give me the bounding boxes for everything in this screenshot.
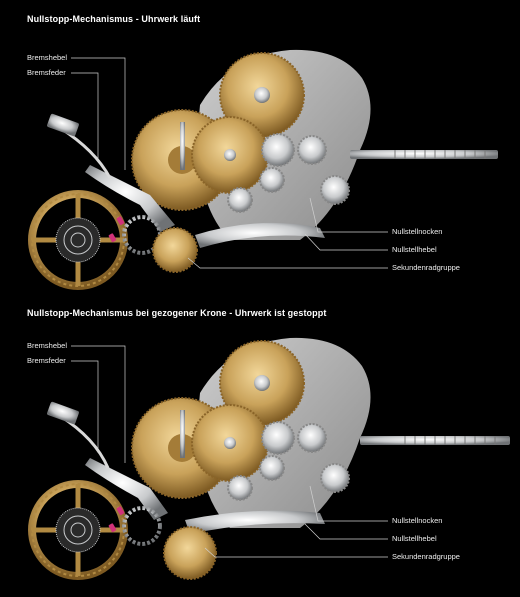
spring-stud — [47, 401, 79, 425]
label-nullstellnocken: Nullstellnocken — [392, 516, 443, 525]
label-bremshebel: Bremshebel — [27, 53, 68, 62]
steel-gear-5 — [227, 187, 253, 213]
steel-gear-1 — [261, 133, 295, 167]
hairspring — [55, 507, 101, 553]
ruby-2 — [108, 523, 117, 533]
steel-gear-1 — [261, 421, 295, 455]
label-nullstellnocken: Nullstellnocken — [392, 227, 443, 236]
label-bremsfeder: Bremsfeder — [27, 356, 66, 365]
spring-stud — [47, 113, 79, 137]
hairspring — [55, 217, 101, 263]
ruby-2 — [108, 233, 117, 243]
nullstellhebel-lever — [195, 222, 325, 248]
brake-lever — [85, 458, 168, 520]
panel-title: Nullstopp-Mechanismus bei gezogener Kron… — [27, 308, 327, 318]
steel-gear-3 — [320, 175, 350, 205]
steel-gear-3 — [320, 463, 350, 493]
label-bremsfeder: Bremsfeder — [27, 68, 66, 77]
brake-lever — [85, 165, 175, 232]
movement-illustration-running — [28, 49, 498, 290]
diagram-panel-running: Nullstopp-Mechanismus - Uhrwerk läuft Br… — [0, 0, 520, 298]
steel-gear-5 — [227, 475, 253, 501]
leader-lines — [71, 57, 388, 269]
leader-lines — [71, 345, 388, 558]
label-nullstellhebel: Nullstellhebel — [392, 245, 437, 254]
ruby-1 — [116, 506, 125, 516]
steel-gear-4 — [259, 455, 285, 481]
nullstellhebel-lever — [185, 510, 325, 534]
seconds-wheel — [152, 227, 198, 273]
escape-wheel — [122, 506, 162, 546]
steel-gear-4 — [259, 167, 285, 193]
label-nullstellhebel: Nullstellhebel — [392, 534, 437, 543]
label-sekundenradgruppe: Sekundenradgruppe — [392, 263, 460, 272]
brake-spring — [59, 414, 110, 469]
label-bremshebel: Bremshebel — [27, 341, 68, 350]
steel-gear-2 — [297, 423, 327, 453]
label-sekundenradgruppe: Sekundenradgruppe — [392, 552, 460, 561]
seconds-wheel — [163, 526, 217, 580]
diagram-panel-stopped: Nullstopp-Mechanismus bei gezogener Kron… — [0, 298, 520, 597]
crown-stem — [350, 150, 498, 159]
steel-gear-2 — [297, 135, 327, 165]
panel-title: Nullstopp-Mechanismus - Uhrwerk läuft — [27, 14, 201, 24]
movement-illustration-stopped — [28, 337, 510, 580]
brake-spring — [59, 126, 112, 179]
ruby-1 — [116, 216, 125, 226]
